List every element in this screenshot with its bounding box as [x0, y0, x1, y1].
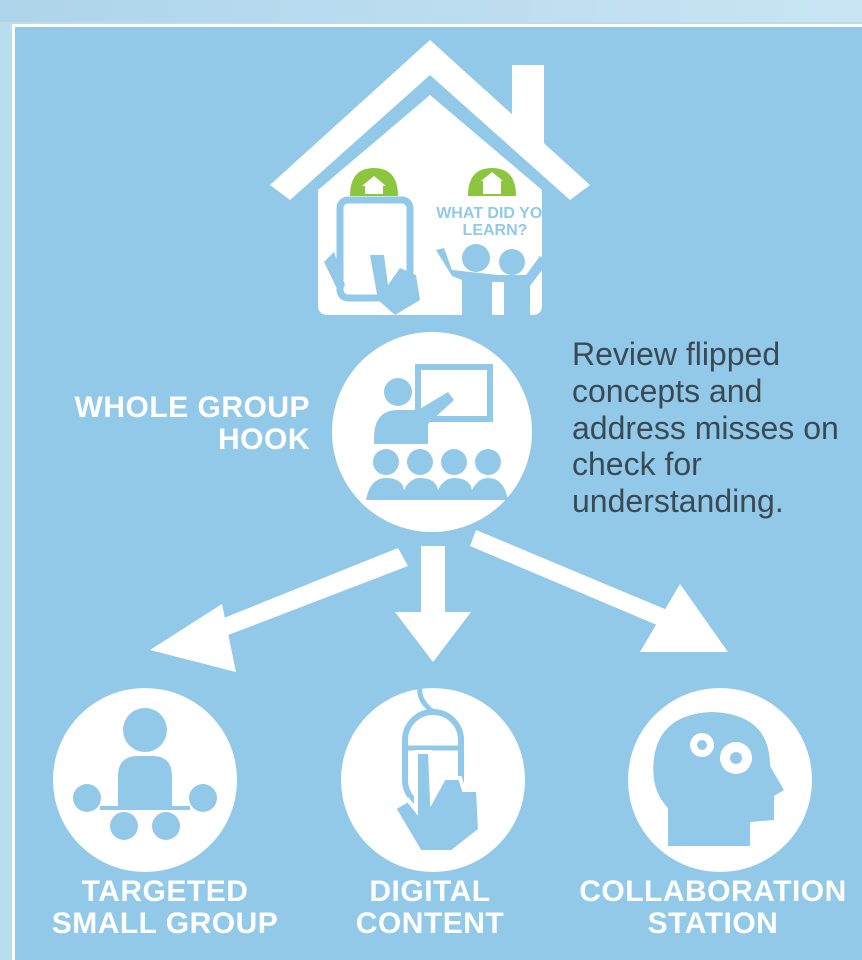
- house-icon: [270, 40, 590, 315]
- collaboration-station-label: COLLABORATION STATION: [579, 875, 847, 941]
- arrow-down: [395, 546, 471, 662]
- thinking-head-icon: [628, 688, 812, 872]
- arrow-right: [470, 530, 728, 652]
- mouse-pointer-icon: [341, 687, 525, 872]
- small-group-icon: [53, 688, 237, 872]
- arrow-left: [150, 548, 408, 672]
- targeted-small-group-label: TARGETED SMALL GROUP: [51, 875, 279, 941]
- home-badge-icon: [350, 168, 398, 196]
- school-badge-icon: [468, 168, 516, 196]
- whole-group-icon: [332, 332, 532, 532]
- tablet-icon: [324, 196, 420, 315]
- children-icon: [436, 244, 548, 315]
- review-note: Review flipped concepts and address miss…: [572, 336, 839, 520]
- digital-content-label: DIGITAL CONTENT: [355, 875, 505, 941]
- top-strip: [0, 0, 862, 22]
- house-speech-text: WHAT DID YOU LEARN?: [436, 205, 554, 239]
- whole-group-label: WHOLE GROUP HOOK: [74, 391, 310, 457]
